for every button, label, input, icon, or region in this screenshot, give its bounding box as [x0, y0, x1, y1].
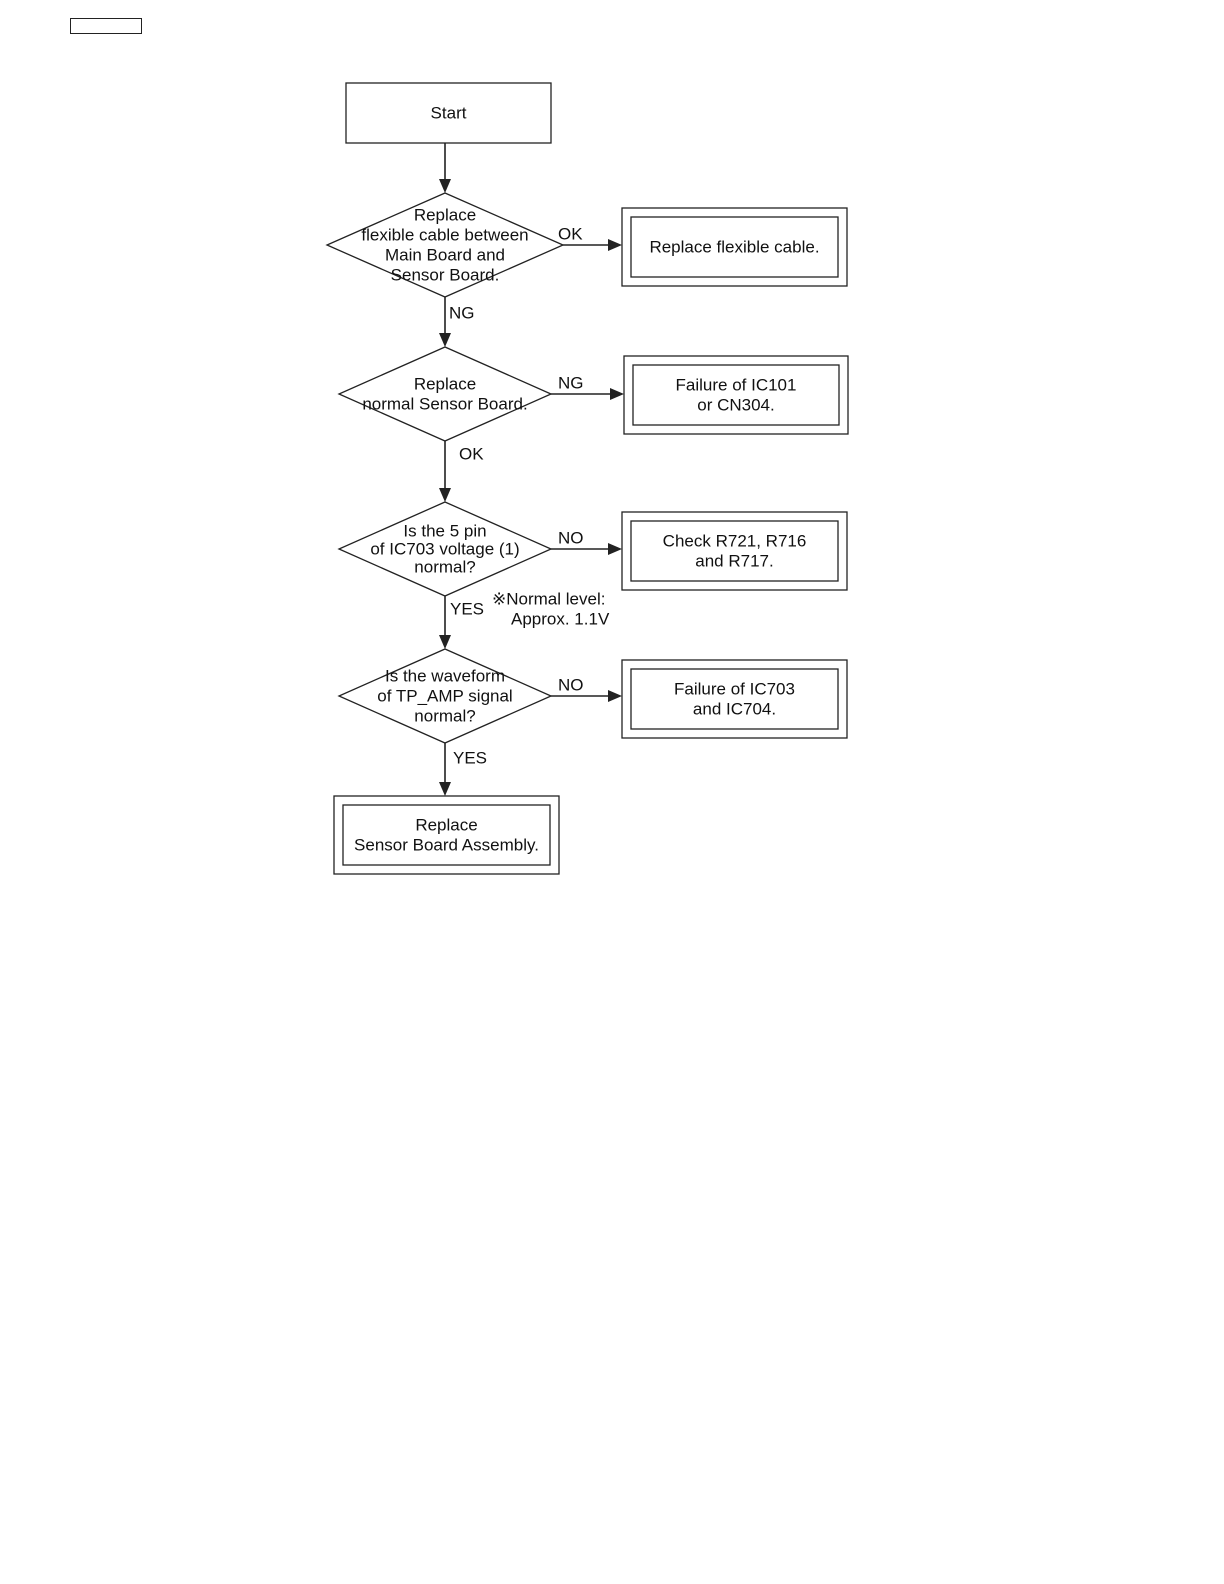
- decision-d1-label-line: Main Board and: [385, 246, 505, 265]
- result-r4-label-line: and IC704.: [693, 700, 776, 719]
- result-r4-inner: [630, 668, 839, 730]
- result-r3-inner: [630, 520, 839, 582]
- result-r5-label-line: Replace: [415, 816, 477, 835]
- decision-d2-label-line: Replace: [414, 375, 476, 394]
- decision-d3-label-line: Is the 5 pin: [403, 522, 486, 541]
- result-r3-label-line: and R717.: [695, 552, 773, 571]
- result-r2-label-line: or CN304.: [697, 396, 774, 415]
- edge-e-d2-r2-label: NG: [558, 374, 584, 393]
- edge-e-d3-r3-arrowhead: [608, 543, 622, 555]
- result-r1-label-line: Replace flexible cable.: [649, 238, 819, 257]
- result-r1-inner: [630, 216, 839, 278]
- edge-e-d3-d4-label: YES: [450, 600, 484, 619]
- decision-d1-label-line: Replace: [414, 206, 476, 225]
- edge-e-d3-r3-label: NO: [558, 529, 584, 548]
- result-r2-label-line: Failure of IC101: [676, 376, 797, 395]
- decision-d4-label-line: of TP_AMP signal: [377, 687, 512, 706]
- note-line: ※Normal level:: [492, 590, 605, 609]
- decision-d4-label-line: normal?: [414, 707, 475, 726]
- decision-d1-label-line: Sensor Board.: [391, 266, 500, 285]
- edge-e-d3-d4-arrowhead: [439, 635, 451, 649]
- result-r4-label-line: Failure of IC703: [674, 680, 795, 699]
- edge-e-d2-d3-arrowhead: [439, 488, 451, 502]
- edge-e-d2-d3-label: OK: [459, 445, 484, 464]
- decision-d3-label-line: of IC703 voltage (1): [370, 540, 519, 559]
- decision-d4-label-line: Is the waveform: [385, 667, 505, 686]
- edge-e-d4-r4-arrowhead: [608, 690, 622, 702]
- decision-d3-label-line: normal?: [414, 558, 475, 577]
- edge-start-d1-arrowhead: [439, 179, 451, 193]
- edge-e-d1-d2-arrowhead: [439, 333, 451, 347]
- edge-e-d4-r5-label: YES: [453, 749, 487, 768]
- result-r2-inner: [632, 364, 840, 426]
- header-box: [70, 18, 142, 34]
- note-line: Approx. 1.1V: [511, 610, 610, 629]
- start-box: [345, 82, 552, 144]
- edge-e-d1-d2-label: NG: [449, 304, 475, 323]
- result-r5-label-line: Sensor Board Assembly.: [354, 836, 539, 855]
- edge-e-d1-r1-label: OK: [558, 225, 583, 244]
- decision-d2-label-line: normal Sensor Board.: [362, 395, 527, 414]
- edge-e-d4-r4-label: NO: [558, 676, 584, 695]
- result-r3-label-line: Check R721, R716: [663, 532, 807, 551]
- decision-d1-label-line: flexible cable between: [361, 226, 528, 245]
- edge-e-d4-r5-arrowhead: [439, 782, 451, 796]
- start-label-line: Start: [431, 104, 467, 123]
- edge-e-d2-r2-arrowhead: [610, 388, 624, 400]
- result-r5-inner: [342, 804, 551, 866]
- edge-e-d1-r1-arrowhead: [608, 239, 622, 251]
